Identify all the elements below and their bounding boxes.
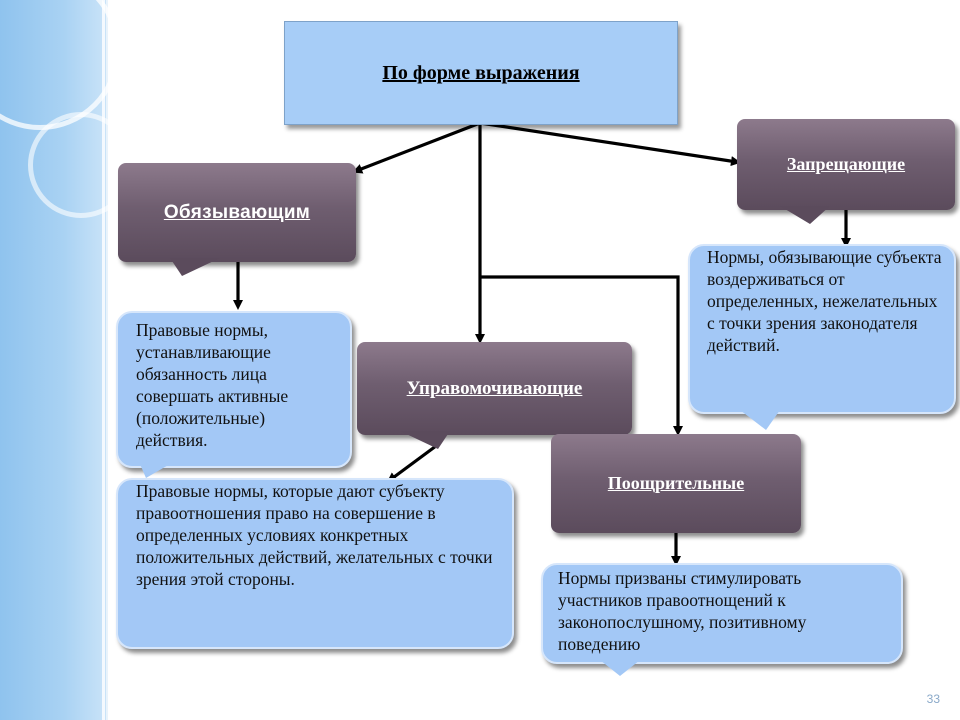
category-encouraging-label: Поощрительные (607, 473, 745, 493)
callout-tail-prohibiting (780, 206, 830, 224)
callout-tail-obligating (170, 258, 220, 276)
callout-tail-empowering (400, 431, 450, 449)
category-obligating-label: Обязывающим (163, 201, 311, 223)
diagram-title-box: По форме выражения (284, 21, 678, 125)
page-number: 33 (926, 692, 940, 706)
decorative-band-stripe (102, 0, 105, 720)
category-prohibiting-box: Запрещающие (737, 119, 955, 210)
description-empowering: Правовые нормы, которые дают субъекту пр… (116, 478, 514, 649)
category-prohibiting-label: Запрещающие (786, 154, 906, 174)
category-empowering-label: Управомочивающие (406, 377, 583, 399)
category-obligating-box: Обязывающим (118, 163, 356, 262)
category-encouraging-box: Поощрительные (551, 434, 801, 533)
description-encouraging: Нормы призваны стимулировать участников … (541, 563, 903, 664)
diagram-title: По форме выражения (382, 61, 580, 84)
callout-tail-encouraging-desc (600, 660, 640, 676)
callout-tail-prohibiting-desc (740, 410, 780, 430)
callout-tail-obligating-desc (140, 464, 170, 478)
description-obligating: Правовые нормы, устанавливающие обязанно… (116, 311, 352, 468)
category-empowering-box: Управомочивающие (357, 342, 632, 435)
description-prohibiting: Нормы, обязывающие субъекта воздерживать… (688, 244, 956, 414)
